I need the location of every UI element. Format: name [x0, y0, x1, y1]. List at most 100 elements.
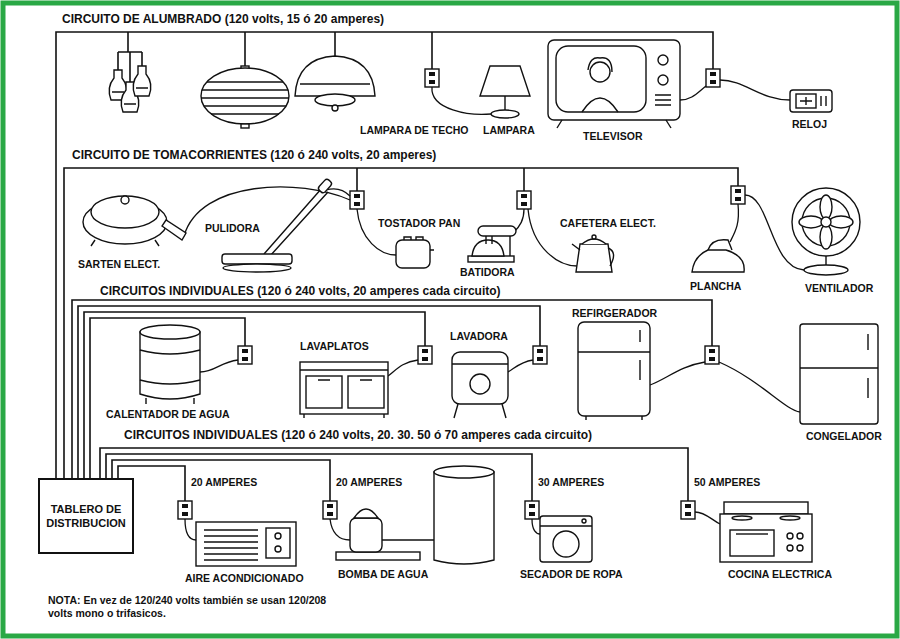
water-heater	[140, 332, 200, 399]
refrigerator	[578, 322, 650, 420]
appliance-cords	[326, 189, 350, 196]
fan	[829, 216, 853, 228]
appliance-cords	[357, 209, 396, 255]
circuit-wires	[356, 168, 358, 191]
clothes-dryer	[540, 525, 592, 526]
television	[556, 46, 646, 112]
outlets	[731, 186, 745, 204]
air-conditioner	[204, 530, 258, 560]
outlets	[706, 69, 720, 87]
distribution-board: TABLERO DE DISTRIBUCION	[38, 478, 134, 554]
outlets	[323, 501, 337, 519]
circuit-heading: CIRCUITOS INDIVIDUALES (120 ó 240 volts,…	[100, 284, 501, 298]
circuit-wires	[64, 168, 738, 478]
electric-stove	[730, 530, 774, 556]
circuit-wires	[334, 32, 336, 56]
appliance-cords	[650, 362, 705, 385]
ceiling-lamp	[300, 83, 370, 84]
ceiling-lamp	[332, 105, 338, 111]
fan	[792, 188, 860, 275]
television	[582, 98, 618, 112]
electric-stove	[732, 516, 752, 520]
fan	[820, 195, 832, 219]
toaster	[396, 240, 430, 268]
air-conditioner	[266, 528, 290, 558]
electric-skillet	[162, 220, 186, 240]
air-conditioner	[196, 522, 296, 566]
dishwasher	[348, 376, 384, 408]
appliance-label: LAVADORA	[450, 330, 508, 343]
appliance-cords	[719, 362, 800, 412]
electric-stove	[720, 502, 812, 562]
appliance-cords	[695, 512, 720, 524]
washing-machine	[452, 363, 508, 364]
ceiling-lamp	[295, 56, 375, 96]
washing-machine	[452, 352, 508, 418]
appliance-label: TELEVISOR	[583, 130, 643, 143]
dishwasher	[306, 376, 342, 408]
appliance-cords	[330, 519, 350, 540]
outlets	[425, 69, 439, 87]
clock	[790, 90, 832, 112]
floor-polisher	[264, 188, 328, 256]
television	[548, 40, 680, 120]
appliance-label: PULIDORA	[205, 222, 260, 235]
dishwasher	[304, 380, 384, 418]
toaster	[404, 237, 434, 250]
freezer	[800, 324, 878, 424]
electric-skillet	[121, 196, 129, 204]
electric-skillet	[91, 196, 159, 228]
fan	[799, 216, 823, 228]
appliance-label: RELOJ	[792, 118, 827, 131]
mixer	[478, 226, 516, 236]
appliance-cords	[680, 86, 706, 100]
iron	[692, 240, 744, 272]
globe-lamp	[201, 82, 289, 114]
electric-stove	[787, 545, 793, 551]
table-lamp	[491, 110, 519, 118]
note: NOTA: En vez de 120/240 volts también se…	[48, 594, 348, 620]
circuit-wires	[523, 168, 525, 191]
appliance-cords	[200, 360, 238, 372]
circuit-heading: CIRCUITO DE ALUMBRADO (120 volts, 15 ó 2…	[62, 12, 384, 26]
circuit-wires	[72, 300, 712, 478]
outlets	[681, 501, 695, 519]
electric-stove	[736, 533, 768, 534]
appliance-label: BATIDORA	[460, 266, 515, 279]
ceiling-lamp	[315, 94, 355, 106]
clothes-dryer	[540, 516, 592, 562]
electric-stove	[787, 533, 793, 539]
appliance-label: SECADOR DE ROPA	[520, 568, 622, 581]
appliance-label: LAMPARA	[483, 124, 535, 137]
appliance-label: VENTILADOR	[805, 282, 873, 295]
clock	[800, 96, 826, 106]
television	[655, 95, 671, 105]
electric-stove	[797, 545, 803, 551]
fan	[820, 225, 832, 249]
outlets	[350, 191, 364, 209]
circuit-wires	[100, 448, 688, 501]
iron	[708, 240, 732, 250]
coffee-pot	[582, 239, 606, 244]
appliance-cords	[730, 204, 738, 242]
electric-stove	[780, 516, 800, 520]
water-pump	[336, 466, 494, 564]
dishwasher	[300, 362, 388, 414]
water-pump	[354, 509, 378, 518]
water-heater	[140, 325, 200, 339]
electric-stove	[724, 502, 808, 514]
television	[590, 62, 610, 82]
outlets	[238, 346, 252, 364]
fan	[804, 265, 848, 275]
clothes-dryer	[582, 519, 586, 523]
circuit-wires	[56, 32, 713, 478]
appliance-label: LAMPARA DE TECHO	[360, 124, 469, 137]
freezer	[800, 334, 878, 398]
mixer	[468, 226, 516, 262]
dishwasher	[300, 369, 388, 370]
floor-polisher	[222, 254, 292, 264]
table-lamp	[480, 66, 530, 118]
water-heater	[140, 325, 200, 404]
